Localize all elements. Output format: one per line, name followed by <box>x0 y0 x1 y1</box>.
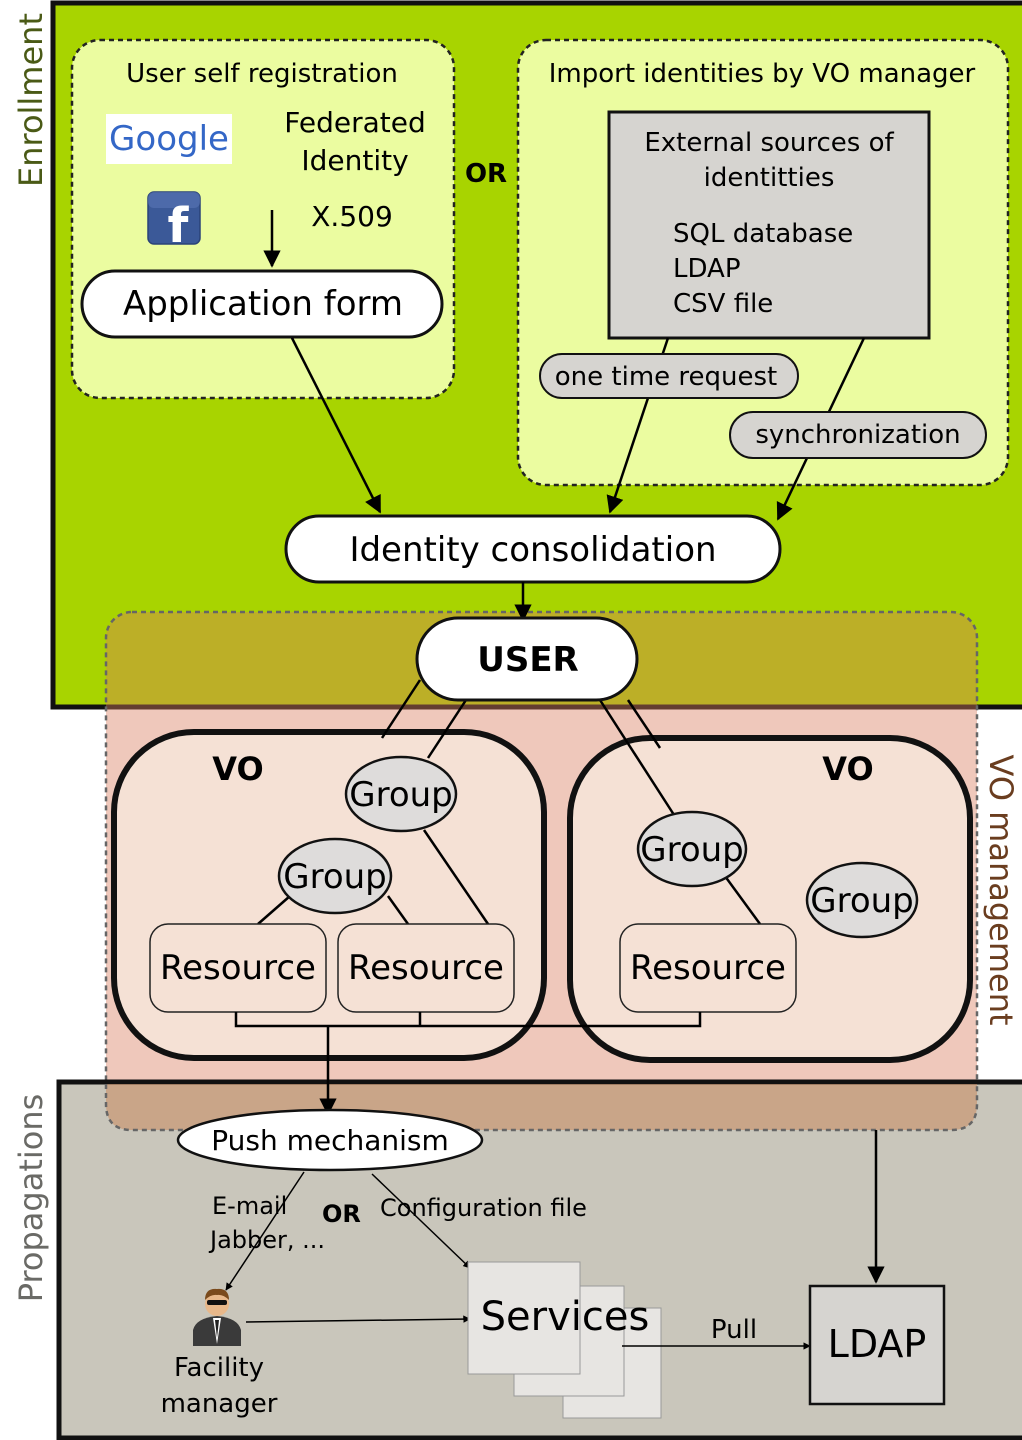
right-vo-resource-label: Resource <box>630 948 786 988</box>
external-sources-title-line1: External sources of <box>644 128 894 158</box>
or-label-enrollment: OR <box>465 159 507 189</box>
email-label-line2: Jabber, ... <box>208 1226 325 1254</box>
svg-text:Google: Google <box>109 119 229 159</box>
group-to-resource-line <box>386 895 410 925</box>
federated-identity-line2: Identity <box>301 144 408 177</box>
self-registration-title: User self registration <box>126 59 398 89</box>
import-identities-title: Import identities by VO manager <box>549 59 976 89</box>
synchronization-badge <box>729 411 987 459</box>
facility-manager-icon <box>193 1288 241 1346</box>
federated-identity-line1: Federated <box>284 106 425 139</box>
resource-bracket-connector <box>234 1012 702 1028</box>
identity-consolidation-label: Identity consolidation <box>349 530 716 570</box>
left-vo-resource-2 <box>337 923 515 1013</box>
facebook-logo-icon: f <box>147 191 201 254</box>
facility-manager-to-services-arrow <box>245 1315 471 1323</box>
facility-manager-label-line2: manager <box>161 1389 278 1419</box>
self-registration-box <box>70 38 456 400</box>
propagations-section-label: Propagations <box>12 1094 50 1303</box>
synchronization-label: synchronization <box>755 420 960 450</box>
push-mechanism-node <box>176 1108 484 1172</box>
left-vo-resource-1 <box>149 923 327 1013</box>
right-vo-group-1 <box>636 810 748 888</box>
pull-label: Pull <box>711 1315 757 1345</box>
user-to-right-group-line <box>598 699 678 819</box>
group-to-resource-line <box>257 895 291 925</box>
external-source-item: CSV file <box>673 289 773 319</box>
left-vo-group-mid-label: Group <box>283 857 387 897</box>
right-vo-group-2 <box>805 861 919 939</box>
application-form-node <box>80 269 444 339</box>
application-form-to-consolidation-arrow <box>290 337 382 514</box>
enrollment-section-label: Enrollment <box>12 13 50 187</box>
external-source-item: SQL database <box>673 219 853 249</box>
right-vo-group-2-label: Group <box>810 881 914 921</box>
vo-right-label: VO <box>822 750 873 788</box>
application-form-label: Application form <box>123 284 403 324</box>
push-to-facility-manager-arrow <box>225 1171 305 1291</box>
ldap-node <box>808 1284 946 1406</box>
external-sources-box <box>607 110 931 340</box>
configuration-file-label: Configuration file <box>380 1194 587 1222</box>
user-to-group-line <box>426 699 468 759</box>
left-vo-group-mid <box>277 837 393 915</box>
google-logo-icon: Google <box>106 114 232 164</box>
email-label-line1: E-mail <box>212 1192 287 1220</box>
or-label-propagation: OR <box>322 1200 361 1228</box>
services-label: Services <box>481 1294 650 1340</box>
identity-consolidation-node <box>284 514 782 584</box>
ldap-label: LDAP <box>828 1322 927 1366</box>
right-vo-group-1-label: Group <box>640 830 744 870</box>
x509-label: X.509 <box>311 200 393 233</box>
vo-left-label: VO <box>212 750 263 788</box>
user-label: USER <box>477 640 579 680</box>
right-vo-resource <box>619 923 797 1013</box>
left-vo-group-top-label: Group <box>349 775 453 815</box>
svg-text:f: f <box>168 198 190 254</box>
push-to-services-arrow <box>371 1173 471 1269</box>
user-node <box>415 616 639 702</box>
one-time-request-badge <box>539 353 799 399</box>
one-time-request-label: one time request <box>555 362 778 392</box>
left-vo-resource-2-label: Resource <box>348 948 504 988</box>
left-vo-resource-1-label: Resource <box>160 948 316 988</box>
group-to-resource-line <box>422 829 490 925</box>
external-source-item: LDAP <box>673 254 741 284</box>
user-to-right-vo-line <box>626 699 662 749</box>
group-to-resource-line <box>720 871 762 925</box>
services-stack-front <box>467 1261 581 1375</box>
facility-manager-label-line1: Facility <box>174 1353 264 1383</box>
left-vo-group-top <box>344 755 458 833</box>
user-to-left-vo-line <box>380 679 422 739</box>
vo-management-section-label: VO management <box>982 754 1020 1025</box>
external-sources-title-line2: identitties <box>704 163 835 193</box>
push-mechanism-label: Push mechanism <box>211 1124 449 1157</box>
